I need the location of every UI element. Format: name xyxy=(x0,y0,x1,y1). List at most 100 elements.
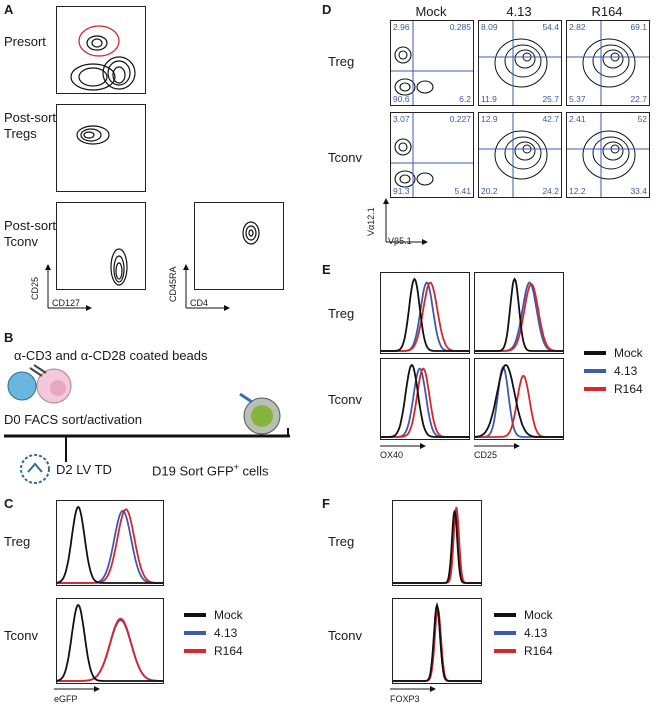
legend-label: 4.13 xyxy=(524,626,548,640)
quadrant-ul-value: 8.09 xyxy=(481,22,498,32)
legend-label: R164 xyxy=(214,644,243,658)
presort-contour-plot xyxy=(56,6,146,94)
legend-label: 4.13 xyxy=(614,364,638,378)
panel-e-tconv-cd25 xyxy=(474,358,564,440)
panel-c-treg-histogram xyxy=(56,500,164,586)
quadrant-ur-value: 69.1 xyxy=(630,22,647,32)
legend-label: 4.13 xyxy=(214,626,238,640)
panel-d-col-413: 4.13 xyxy=(506,4,532,19)
panel-e-letter: E xyxy=(322,262,331,277)
panel-d-col-r164: R164 xyxy=(591,4,623,19)
d19-text: D19 Sort GFP xyxy=(152,463,234,479)
quadrant-ul-value: 12.9 xyxy=(481,114,498,124)
panel-e-x-label-1: OX40 xyxy=(380,450,404,460)
mock-swatch xyxy=(184,613,206,617)
r164-histogram-curve xyxy=(393,506,481,584)
r164-swatch xyxy=(494,649,516,653)
panel-a-letter: A xyxy=(4,2,14,17)
quadrant-lr-value: 25.7 xyxy=(542,94,559,104)
panel-f-row-treg: Treg xyxy=(328,534,355,549)
panel-c-legend-mock: Mock xyxy=(184,608,243,622)
panel-a-row-tconv-2: Tconv xyxy=(4,234,38,249)
panel-d-treg-r164-plot: 2.82 69.1 5.37 22.7 xyxy=(566,20,650,106)
quadrant-ll-value: 11.9 xyxy=(481,94,497,104)
cell-bead-icon xyxy=(7,364,72,404)
d0-label: D0 FACS sort/activation xyxy=(4,412,142,427)
panel-f-legend-mock: Mock xyxy=(494,608,553,622)
r164-histogram-curve xyxy=(393,605,481,682)
quadrant-ll-value: 91.3 xyxy=(393,186,410,196)
panel-d-row-tconv: Tconv xyxy=(328,150,362,165)
panel-a-axis-arrows xyxy=(45,264,92,311)
panel-e-tconv-ox40 xyxy=(380,358,470,440)
panel-c-letter: C xyxy=(4,496,14,511)
panel-b-letter: B xyxy=(4,330,14,345)
panel-e-x-arrow-2 xyxy=(474,443,520,449)
panel-f-legend-r164: R164 xyxy=(494,644,553,658)
panel-c-legend-r164: R164 xyxy=(184,644,243,658)
panel-f-row-tconv: Tconv xyxy=(328,628,362,643)
panel-a-axis-arrows-2 xyxy=(183,264,230,311)
panel-c-tconv-histogram xyxy=(56,598,164,684)
panel-a-row-presort: Presort xyxy=(4,34,46,49)
panel-a-row-tregs-1: Post-sort xyxy=(4,110,57,125)
quadrant-ul-value: 3.07 xyxy=(393,114,410,124)
d19-label: D19 Sort GFP+ cells xyxy=(152,462,269,478)
r164-histogram-curve xyxy=(57,617,163,682)
treg-gate-ellipse xyxy=(78,25,120,57)
quadrant-ur-value: 52 xyxy=(637,114,647,124)
mock-histogram-curve xyxy=(381,363,469,438)
timeline xyxy=(4,428,290,462)
quadrant-ll-value: 5.37 xyxy=(569,94,586,104)
mock-histogram-curve xyxy=(57,505,163,584)
panel-d-y-label: Vα12.1 xyxy=(366,207,376,236)
gfp-cell-icon xyxy=(239,392,281,435)
panel-e-x-label-2: CD25 xyxy=(474,450,498,460)
panel-d-col-mock: Mock xyxy=(415,4,447,19)
panel-a-y-label: CD25 xyxy=(30,276,40,300)
panel-f-letter: F xyxy=(322,496,330,511)
panel-c-row-tconv: Tconv xyxy=(4,628,38,643)
d19-tail: cells xyxy=(238,463,269,479)
quadrant-lr-value: 5.41 xyxy=(454,186,471,196)
quadrant-ur-value: 0.285 xyxy=(449,22,471,32)
mock-swatch xyxy=(584,351,606,355)
quadrant-lr-value: 24.2 xyxy=(542,186,559,196)
panel-e-treg-cd25 xyxy=(474,272,564,354)
quadrant-lr-value: 6.2 xyxy=(459,94,471,104)
panel-e-legend-mock: Mock xyxy=(584,346,643,360)
panel-a-x-label-2: CD4 xyxy=(190,298,209,308)
c413-swatch xyxy=(184,631,206,635)
panel-d-x-label: Vβ5.1 xyxy=(388,236,412,246)
quadrant-ur-value: 42.7 xyxy=(542,114,559,124)
panel-e-x-arrow-1 xyxy=(380,443,426,449)
quadrant-ul-value: 2.96 xyxy=(393,22,410,32)
quadrant-ul-value: 2.82 xyxy=(569,22,586,32)
mock-histogram-curve xyxy=(393,601,481,682)
quadrant-lr-value: 22.7 xyxy=(630,94,647,104)
panel-f-tconv-histogram xyxy=(392,598,482,684)
panel-a-row-tregs-2: Tregs xyxy=(4,126,37,141)
post-sort-tregs-plot xyxy=(56,104,146,192)
panel-f-x-label: FOXP3 xyxy=(390,694,420,704)
panel-e-legend-r164: R164 xyxy=(584,382,643,396)
quadrant-ur-value: 0.227 xyxy=(449,114,471,124)
beads-label: α-CD3 and α-CD28 coated beads xyxy=(14,348,208,363)
panel-e-row-tconv: Tconv xyxy=(328,392,362,407)
d2-label: D2 LV TD xyxy=(56,462,112,477)
quadrant-ll-value: 90.6 xyxy=(393,94,410,104)
panel-d-treg-mock-plot: 2.96 0.285 90.6 6.2 xyxy=(390,20,474,106)
panel-c-x-arrow xyxy=(54,686,100,692)
d19-sup: + xyxy=(233,462,239,472)
mock-histogram-curve xyxy=(57,603,163,682)
r164-histogram-curve xyxy=(57,508,163,584)
r164-swatch xyxy=(184,649,206,653)
r164-swatch xyxy=(584,387,606,391)
c413-swatch xyxy=(494,631,516,635)
panel-d-letter: D xyxy=(322,2,332,17)
panel-a-y-label-2: CD45RA xyxy=(168,266,178,302)
c413-swatch xyxy=(584,369,606,373)
mock-histogram-curve xyxy=(475,277,563,352)
quadrant-ll-value: 20.2 xyxy=(481,186,498,196)
mock-histogram-curve xyxy=(393,510,481,584)
